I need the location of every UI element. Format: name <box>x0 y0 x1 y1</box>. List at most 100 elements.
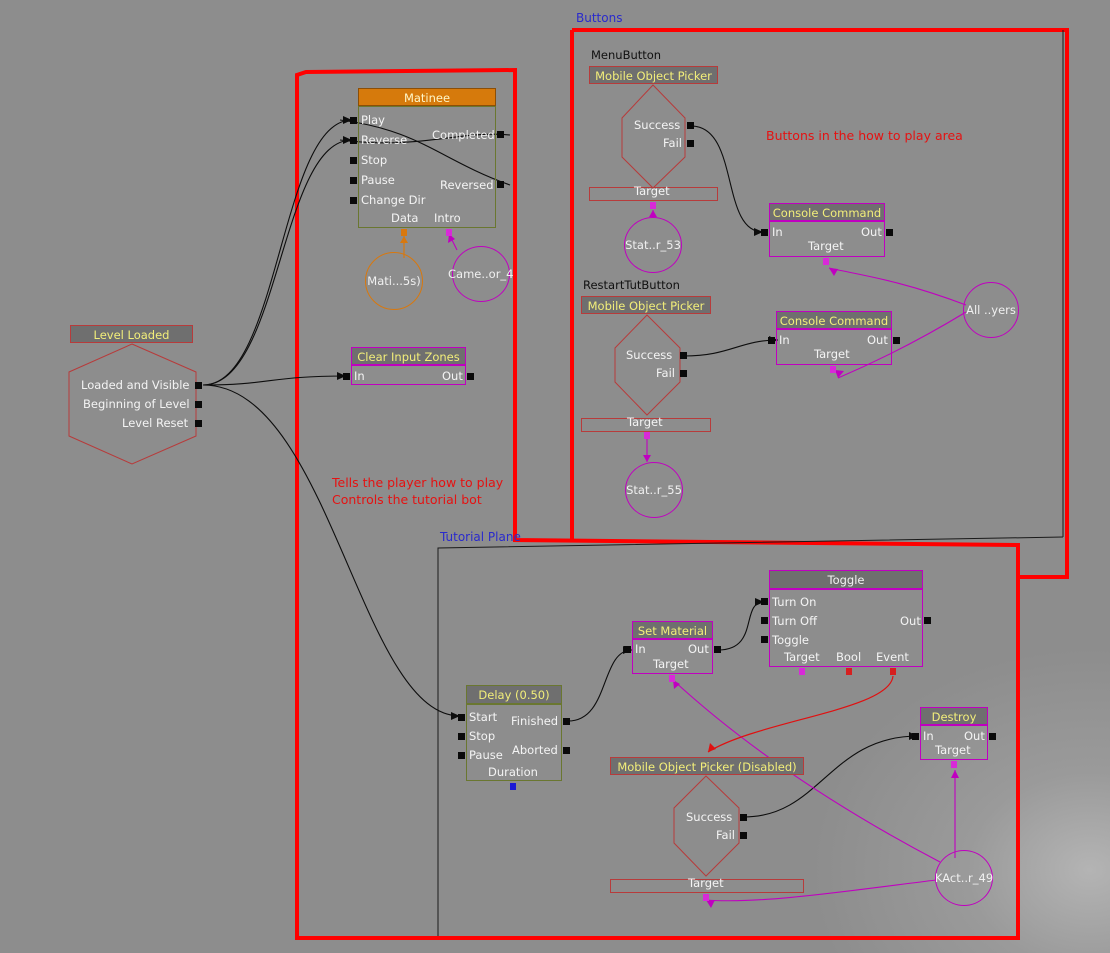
toggle-toggle-pin[interactable] <box>761 636 768 643</box>
level-loaded-output-visible: Loaded and Visible <box>81 378 190 392</box>
restart-button-fail: Fail <box>656 366 675 380</box>
console-command-1-target-pin[interactable] <box>823 258 829 265</box>
console-command-2-in-pin[interactable] <box>768 337 775 344</box>
picker-disabled-success: Success <box>686 810 733 824</box>
level-loaded-output-reset: Level Reset <box>122 416 189 430</box>
toggle-bool-pin[interactable] <box>846 668 852 675</box>
set-material-target-pin[interactable] <box>669 675 675 682</box>
toggle-var-bool: Bool <box>836 650 862 664</box>
matinee-output-reversed: Reversed <box>440 178 494 192</box>
menu-button-target: Target <box>634 184 670 198</box>
toggle-body <box>769 589 923 667</box>
menu-button-success: Success <box>634 118 681 132</box>
tutorial-comment-note-2: Controls the tutorial bot <box>332 492 482 507</box>
restart-button-variable[interactable]: Stat..r_55 <box>625 462 683 518</box>
set-material-in-pin[interactable] <box>624 646 631 653</box>
restart-button-picker-title: Mobile Object Picker <box>581 296 711 314</box>
delay-finished-pin[interactable] <box>563 718 570 725</box>
console-command-1-target: Target <box>808 239 844 253</box>
set-material-in: In <box>635 642 646 656</box>
matinee-stop-pin[interactable] <box>350 157 357 164</box>
console-command-1-out-pin[interactable] <box>886 229 893 236</box>
buttons-comment-title: Buttons <box>576 11 623 25</box>
console-command-2-out-pin[interactable] <box>893 337 900 344</box>
level-loaded-title: Level Loaded <box>70 325 193 343</box>
matinee-intro-pin[interactable] <box>446 229 452 236</box>
level-loaded-output-beginning: Beginning of Level <box>83 397 190 411</box>
delay-body <box>466 704 562 781</box>
restart-button-success-pin[interactable] <box>680 352 687 359</box>
matinee-reversed-pin[interactable] <box>497 181 504 188</box>
set-material-body <box>632 639 713 674</box>
toggle-event-pin[interactable] <box>890 668 896 675</box>
console-command-2-out: Out <box>867 333 888 347</box>
toggle-target-pin[interactable] <box>799 668 805 675</box>
restart-button-target-pin[interactable] <box>644 432 650 439</box>
delay-duration-pin[interactable] <box>510 783 516 790</box>
clear-input-zones-out: Out <box>442 369 463 383</box>
restart-button-target-bar <box>581 418 711 432</box>
menu-button-fail: Fail <box>663 136 682 150</box>
clear-input-zones-in: In <box>354 369 365 383</box>
level-loaded-visible-pin[interactable] <box>195 382 202 389</box>
matinee-completed-pin[interactable] <box>497 131 504 138</box>
level-loaded-reset-pin[interactable] <box>195 420 202 427</box>
toggle-out-pin[interactable] <box>924 617 931 624</box>
matinee-input-play: Play <box>361 113 385 127</box>
restart-button-target: Target <box>627 415 663 429</box>
buttons-comment-note: Buttons in the how to play area <box>766 128 963 143</box>
camera-variable[interactable]: Came..or_4 <box>448 246 514 302</box>
menu-button-picker-title: Mobile Object Picker <box>589 66 718 84</box>
matinee-data-variable[interactable]: Mati...5s) <box>365 252 423 310</box>
clear-input-zones-out-pin[interactable] <box>467 373 474 380</box>
console-command-1-in-pin[interactable] <box>761 229 768 236</box>
matinee-input-stop: Stop <box>361 153 388 167</box>
delay-input-start: Start <box>469 710 498 724</box>
toggle-out: Out <box>900 614 921 628</box>
menu-button-success-pin[interactable] <box>687 122 694 129</box>
console-command-2-body <box>776 329 892 365</box>
console-command-2-target-pin[interactable] <box>830 366 836 373</box>
matinee-output-completed: Completed <box>432 128 495 142</box>
delay-aborted-pin[interactable] <box>563 747 570 754</box>
matinee-input-change-dir: Change Dir <box>361 193 426 207</box>
destroy-out-pin[interactable] <box>989 733 996 740</box>
matinee-play-pin[interactable] <box>350 117 357 124</box>
clear-input-zones-in-pin[interactable] <box>343 373 350 380</box>
picker-disabled-target-pin[interactable] <box>703 894 709 901</box>
destroy-in-pin[interactable] <box>912 733 919 740</box>
matinee-data-pin[interactable] <box>401 229 407 236</box>
toggle-input-turn-on: Turn On <box>772 595 817 609</box>
tutorial-comment-title: Tutorial Plane <box>440 530 521 544</box>
picker-disabled-fail-pin[interactable] <box>740 832 747 839</box>
restart-button-fail-pin[interactable] <box>680 370 687 377</box>
menu-button-fail-pin[interactable] <box>687 140 694 147</box>
level-loaded-beginning-pin[interactable] <box>195 401 202 408</box>
kactor-variable[interactable]: KAct..r_49 <box>935 850 993 906</box>
menu-button-variable[interactable]: Stat..r_53 <box>624 217 682 273</box>
menu-button-target-pin[interactable] <box>650 202 656 209</box>
matinee-body <box>358 106 496 228</box>
matinee-input-reverse: Reverse <box>361 133 408 147</box>
toggle-turn-off-pin[interactable] <box>761 617 768 624</box>
delay-title: Delay (0.50) <box>466 685 562 704</box>
matinee-change-dir-pin[interactable] <box>350 197 357 204</box>
toggle-turn-on-pin[interactable] <box>761 598 768 605</box>
delay-output-aborted: Aborted <box>512 743 558 757</box>
menu-button-target-bar <box>589 187 718 201</box>
destroy-in: In <box>923 729 934 743</box>
destroy-target-pin[interactable] <box>951 761 957 768</box>
delay-pause-pin[interactable] <box>458 752 465 759</box>
console-command-1-title: Console Command <box>769 203 885 221</box>
delay-start-pin[interactable] <box>458 714 465 721</box>
matinee-pause-pin[interactable] <box>350 177 357 184</box>
set-material-out-pin[interactable] <box>714 646 721 653</box>
delay-stop-pin[interactable] <box>458 733 465 740</box>
restart-button-success: Success <box>626 348 673 362</box>
picker-disabled-success-pin[interactable] <box>740 814 747 821</box>
delay-var-duration: Duration <box>488 765 538 779</box>
matinee-reverse-pin[interactable] <box>350 137 357 144</box>
destroy-title: Destroy <box>920 707 988 725</box>
all-players-variable[interactable]: All ..yers <box>963 282 1019 338</box>
